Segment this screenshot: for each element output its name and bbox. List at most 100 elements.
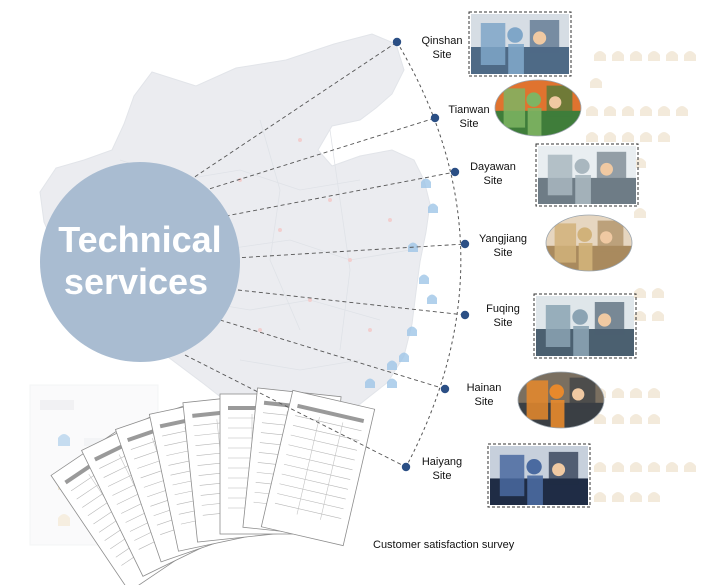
center-node: Technical services [40,162,240,362]
background-icon-grid [586,51,696,502]
grid-tan-icon [604,106,616,116]
grid-tan-icon [586,132,598,142]
grid-tan-icon [622,132,634,142]
grid-tan-icon [634,208,646,218]
grid-tan-icon [676,106,688,116]
legend-pale-icon [58,514,70,526]
site-node-dot [392,37,402,47]
site-node-dot [460,310,470,320]
grid-tan-icon [634,158,646,168]
site-suffix: Site [433,470,452,482]
grid-tan-icon [594,414,606,424]
map-blue-icon [399,352,409,362]
site-node-dot [460,239,470,249]
grid-tan-icon [612,51,624,61]
center-label-line1: Technical [58,219,221,260]
map-blue-icon [428,203,438,213]
grid-tan-icon [684,462,696,472]
site-suffix: Site [475,396,494,408]
connector-line [184,354,407,468]
grid-tan-icon [612,462,624,472]
site-suffix: Site [494,247,513,259]
site-node-dot [450,167,460,177]
grid-tan-icon [648,462,660,472]
grid-tan-icon [612,414,624,424]
grid-tan-icon [594,492,606,502]
legend-title-blur [40,400,74,410]
workers-outdoor-grass-photo [494,79,582,137]
site-name: Fuqing [486,303,520,315]
grid-tan-icon [630,462,642,472]
grid-tan-icon [604,132,616,142]
grid-tan-icon [666,462,678,472]
grid-tan-icon [612,492,624,502]
site-name: Haiyang [422,456,462,468]
grid-tan-icon [590,78,602,88]
grid-tan-icon [630,492,642,502]
site-suffix: Site [433,49,452,61]
survey-sheet [260,389,376,547]
center-label-line2: services [64,261,208,302]
grid-tan-icon [648,51,660,61]
site-node-dot [440,384,450,394]
grid-tan-icon [630,388,642,398]
grid-tan-icon [612,388,624,398]
grid-tan-icon [652,288,664,298]
grid-tan-icon [630,51,642,61]
grid-tan-icon [622,106,634,116]
map-blue-icon [421,178,431,188]
technician-panel-wiring-photo [487,443,591,508]
grid-tan-icon [586,106,598,116]
site-suffix: Site [484,175,503,187]
connector-line [204,171,456,221]
grid-tan-icon [630,414,642,424]
map-station-icons [307,178,438,416]
grid-tan-icon [648,388,660,398]
map-blue-icon [365,378,375,388]
grid-tan-icon [658,106,670,116]
engineers-control-cabinet-photo [535,143,639,207]
map-blue-icon [427,294,437,304]
grid-tan-icon [652,311,664,321]
site-node-dot [401,462,411,472]
center-circle [40,162,240,362]
grid-tan-icon [640,132,652,142]
workers-hardhats-blue-photo [468,11,572,77]
connector-line [237,289,466,316]
survey-caption: Customer satisfaction survey [373,539,515,551]
grid-tan-icon [594,462,606,472]
map-blue-icon [387,360,397,370]
grid-tan-icon [640,106,652,116]
grid-tan-icon [658,132,670,142]
workers-orange-hardhats-photo [517,371,605,429]
map-blue-icon [387,378,397,388]
site-name: Dayawan [470,161,516,173]
connector-lines [159,41,466,468]
site-node-dot [430,113,440,123]
map-province-lines [119,119,411,371]
site-name: Tianwan [448,104,489,116]
map-blue-icon [419,274,429,284]
sites-arc [396,41,462,468]
connector-line [219,319,446,390]
grid-tan-icon [666,51,678,61]
grid-tan-icon [594,51,606,61]
connector-line [234,243,466,259]
site-name: Qinshan [422,35,463,47]
grid-tan-icon [648,492,660,502]
team-meeting-table-photo [545,214,633,272]
site-suffix: Site [460,118,479,130]
grid-tan-icon [634,288,646,298]
map-red-dots [238,138,392,332]
training-room-photo [533,293,637,359]
map-blue-icon [407,326,417,336]
